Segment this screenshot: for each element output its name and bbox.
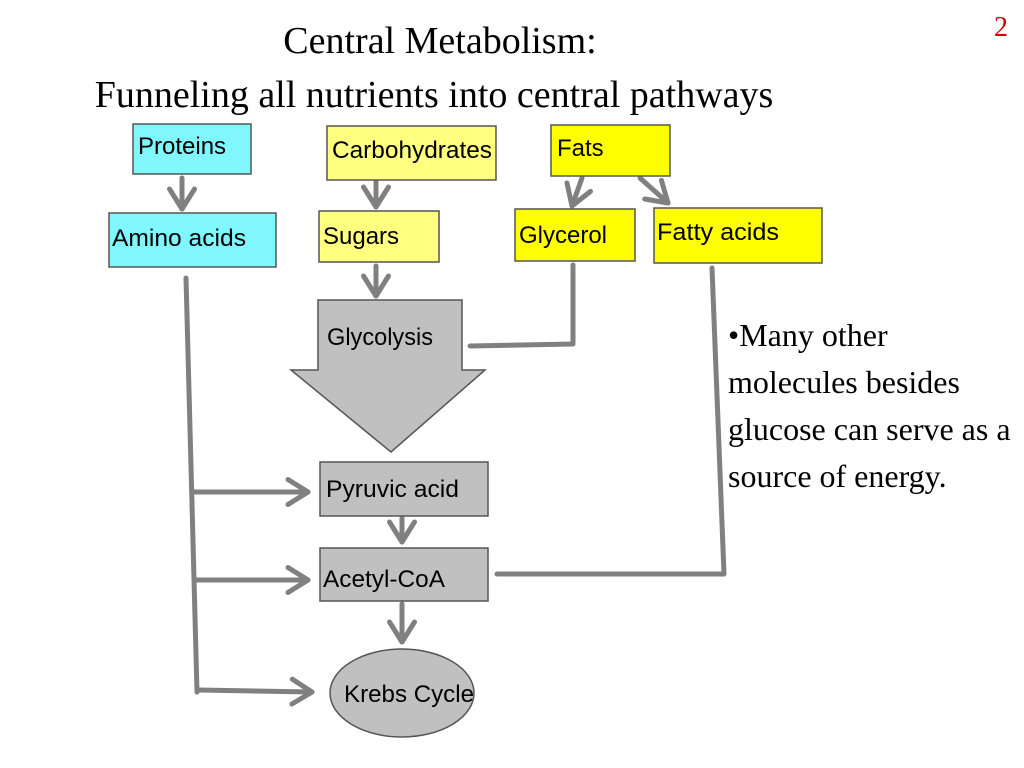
line-glycerol-to-glycolysis [467,262,576,349]
arrow-amino-to-krebs [195,676,315,707]
svg-text:Sugars: Sugars [323,223,399,250]
node-proteins: Proteins [132,123,252,175]
node-acetyl-coa: Acetyl-CoA [319,547,489,602]
svg-text:Krebs Cycle: Krebs Cycle [344,681,474,708]
arrow-fats-to-fatty-acids [637,175,671,206]
svg-text:Pyruvic acid: Pyruvic acid [326,476,459,503]
svg-text:Glycolysis: Glycolysis [327,324,433,351]
slide-subtitle: Funneling all nutrients into central pat… [94,74,774,116]
svg-text:Carbohydrates: Carbohydrates [332,137,492,164]
svg-text:Proteins: Proteins [138,133,226,160]
svg-text:Amino acids: Amino acids [112,225,246,252]
svg-text:Fats: Fats [557,135,604,162]
node-sugars: Sugars [318,210,440,263]
node-krebs-cycle: Krebs Cycle [329,648,475,738]
side-note: •Many other molecules besides glucose ca… [728,317,1011,494]
svg-text:Glycerol: Glycerol [519,222,607,249]
page-number: 2 [994,12,1008,43]
svg-text:Acetyl-CoA: Acetyl-CoA [323,566,445,593]
node-carbohydrates: Carbohydrates [326,125,497,181]
svg-text:Fatty acids: Fatty acids [657,219,779,246]
node-fats: Fats [550,124,671,177]
node-glycolysis: Glycolysis [288,299,488,453]
line-fatty-acids-to-acetyl [494,265,727,577]
node-glycerol: Glycerol [514,208,636,262]
connectors [167,175,727,707]
node-amino-acids: Amino acids [108,212,277,268]
slide-title: Central Metabolism: [283,20,597,62]
node-pyruvic-acid: Pyruvic acid [319,461,489,517]
arrow-fats-to-glycerol [564,175,593,209]
line-amino-acids-trunk [183,275,200,695]
node-fatty-acids: Fatty acids [653,207,823,264]
